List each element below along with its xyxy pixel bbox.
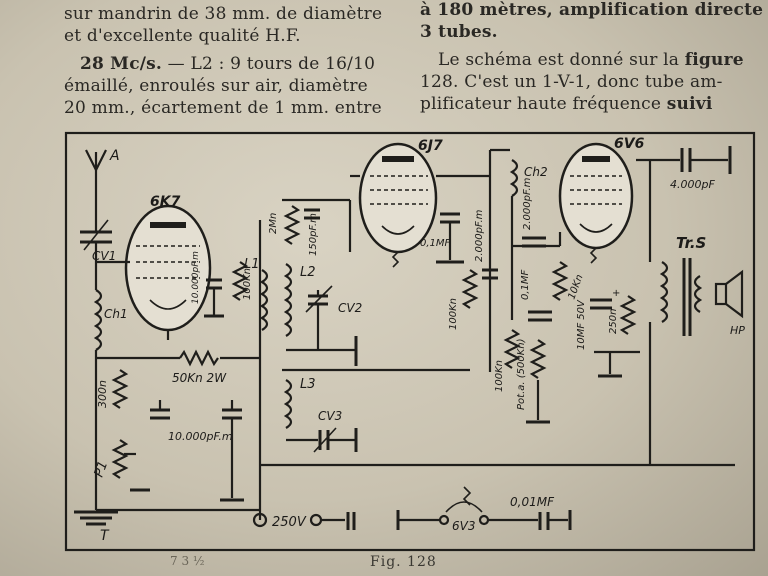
tube-6v6 bbox=[558, 142, 634, 264]
right-text-line-2: 3 tubes. bbox=[420, 22, 498, 42]
ground-t-label: T bbox=[100, 528, 110, 544]
resistor-2m-label: 2Mn bbox=[268, 213, 279, 234]
transformer-trs-label: Tr.S bbox=[676, 234, 706, 252]
cap-10mf-50v: + bbox=[590, 288, 620, 310]
terminal-250v-left bbox=[252, 512, 268, 528]
cap-01mf-b bbox=[528, 310, 552, 322]
coil-l1 bbox=[259, 269, 269, 331]
ch1-label: Ch1 bbox=[104, 307, 128, 321]
label-6v3: 6V3 bbox=[452, 519, 475, 533]
tube-6k7-label: 6K7 bbox=[150, 194, 181, 210]
loudspeaker-hp bbox=[714, 269, 744, 319]
cv2-capacitor bbox=[305, 285, 333, 350]
resistor-2m bbox=[283, 205, 301, 245]
resistor-100k-t2 bbox=[461, 269, 479, 309]
left-text-line-5: 20 mm., écartement de 1 mm. entre bbox=[64, 98, 382, 118]
cap-4000pf-label: 4.000pF bbox=[670, 178, 715, 191]
para-heading-28mcs: 28 Mc/s. bbox=[80, 54, 163, 74]
coil-l2 bbox=[283, 263, 293, 337]
resistor-300-label: 300n bbox=[96, 380, 109, 408]
resistor-100k-b-label: 100Kn bbox=[494, 360, 505, 392]
ch2-label: Ch2 bbox=[524, 165, 548, 179]
right-text-line-3: Le schéma est donné sur la figure bbox=[438, 50, 744, 70]
right-text-line-3b: figure bbox=[684, 50, 744, 70]
resistor-50k-2w bbox=[179, 349, 219, 367]
ch1-choke bbox=[93, 289, 103, 351]
coil-l3-label: L3 bbox=[300, 377, 316, 392]
cap-10mf-50v-label: 10MF 50V bbox=[576, 299, 587, 350]
cap-10000pfm-t1 bbox=[204, 278, 224, 318]
coil-l2-label: L2 bbox=[300, 265, 316, 280]
resistor-10k bbox=[551, 261, 569, 301]
resistor-300 bbox=[111, 369, 129, 409]
figure-caption: Fig. 128 bbox=[370, 554, 437, 570]
right-text-line-3a: Le schéma est donné sur la bbox=[438, 50, 685, 70]
page-mark: 7 3 ½ bbox=[170, 554, 205, 568]
para-heading-rest: — L2 : 9 tours de 16/10 bbox=[162, 54, 376, 74]
antenna-symbol bbox=[85, 149, 107, 210]
cv3-label: CV3 bbox=[318, 409, 342, 423]
potentiometer-500k bbox=[529, 339, 547, 379]
resistor-100k-b bbox=[503, 329, 521, 369]
coil-l3 bbox=[283, 379, 293, 429]
tube-6j7 bbox=[358, 142, 438, 268]
resistor-100k-l1 bbox=[231, 261, 249, 301]
cap-001mf-label: 0,01MF bbox=[510, 495, 555, 509]
resistor-250-label: 250n bbox=[608, 309, 619, 334]
resistor-50k-2w-label: 50Kn 2W bbox=[172, 371, 227, 385]
left-text-line-3: 28 Mc/s. — L2 : 9 tours de 16/10 bbox=[80, 54, 375, 74]
left-text-line-1: sur mandrin de 38 mm. de diamètre bbox=[64, 4, 383, 24]
svg-text:+: + bbox=[612, 288, 620, 299]
antenna-label: A bbox=[109, 148, 120, 164]
cap-2000pfm-a-label: 2.000pF.m bbox=[474, 209, 485, 262]
tube-6k7 bbox=[124, 204, 212, 340]
coil-l1-label: L1 bbox=[244, 257, 260, 272]
potentiometer-p1-label: P1 bbox=[92, 459, 112, 479]
right-text-line-5b: suivi bbox=[666, 94, 713, 114]
cap-2000pfm-a bbox=[482, 268, 498, 280]
cap-150pfm-label: 150pF.m bbox=[308, 213, 319, 256]
resistor-100k-l1-label: 100Kn bbox=[242, 268, 253, 300]
resistor-10k-label: 10Kn bbox=[566, 273, 585, 301]
cap-01mf-t2 bbox=[436, 212, 464, 264]
cv1-label: CV1 bbox=[92, 249, 116, 263]
figure-frame bbox=[64, 131, 756, 552]
right-text-line-1: à 180 mètres, amplification directe bbox=[420, 0, 764, 20]
transformer-trs-primary bbox=[659, 261, 669, 323]
right-text-line-4: 128. C'est un 1-V-1, donc tube am- bbox=[420, 72, 723, 92]
cap-2000pfm-b bbox=[522, 236, 546, 248]
left-text-line-2: et d'excellente qualité H.F. bbox=[64, 26, 301, 46]
cap-150pfm bbox=[304, 208, 320, 220]
resistor-100k-t2-label: 100Kn bbox=[448, 298, 459, 330]
tube-6j7-label: 6J7 bbox=[418, 138, 443, 154]
right-text-line-5a: plificateur haute fréquence bbox=[420, 94, 667, 114]
tube-6v6-label: 6V6 bbox=[614, 136, 645, 152]
cap-01mf-b-label: 0,1MF bbox=[520, 269, 531, 300]
cap-2000pfm-b-label: 2.000pF.m bbox=[522, 177, 533, 230]
left-text-line-4: émaillé, enroulés sur air, diamètre bbox=[64, 76, 368, 96]
cap-01mf-t2-label: 0,1MF bbox=[420, 238, 451, 249]
cap-10000pfm-t1-label: 10.000pF.m bbox=[191, 251, 201, 304]
loudspeaker-hp-label: HP bbox=[730, 324, 745, 337]
caps-10000pfm-pair bbox=[150, 400, 244, 502]
label-250v: 250V bbox=[272, 515, 307, 530]
resistor-250 bbox=[619, 295, 637, 335]
caps-10000pfm-label: 10.000pF.m bbox=[168, 430, 233, 443]
potentiometer-500k-label: Pot.a. (500Kn) bbox=[516, 338, 527, 410]
ch2-choke bbox=[509, 159, 519, 197]
cv2-label: CV2 bbox=[338, 301, 362, 315]
right-text-line-5: plificateur haute fréquence suivi bbox=[420, 94, 712, 114]
potentiometer-p1 bbox=[111, 439, 129, 479]
ground-t-symbol bbox=[74, 510, 118, 526]
